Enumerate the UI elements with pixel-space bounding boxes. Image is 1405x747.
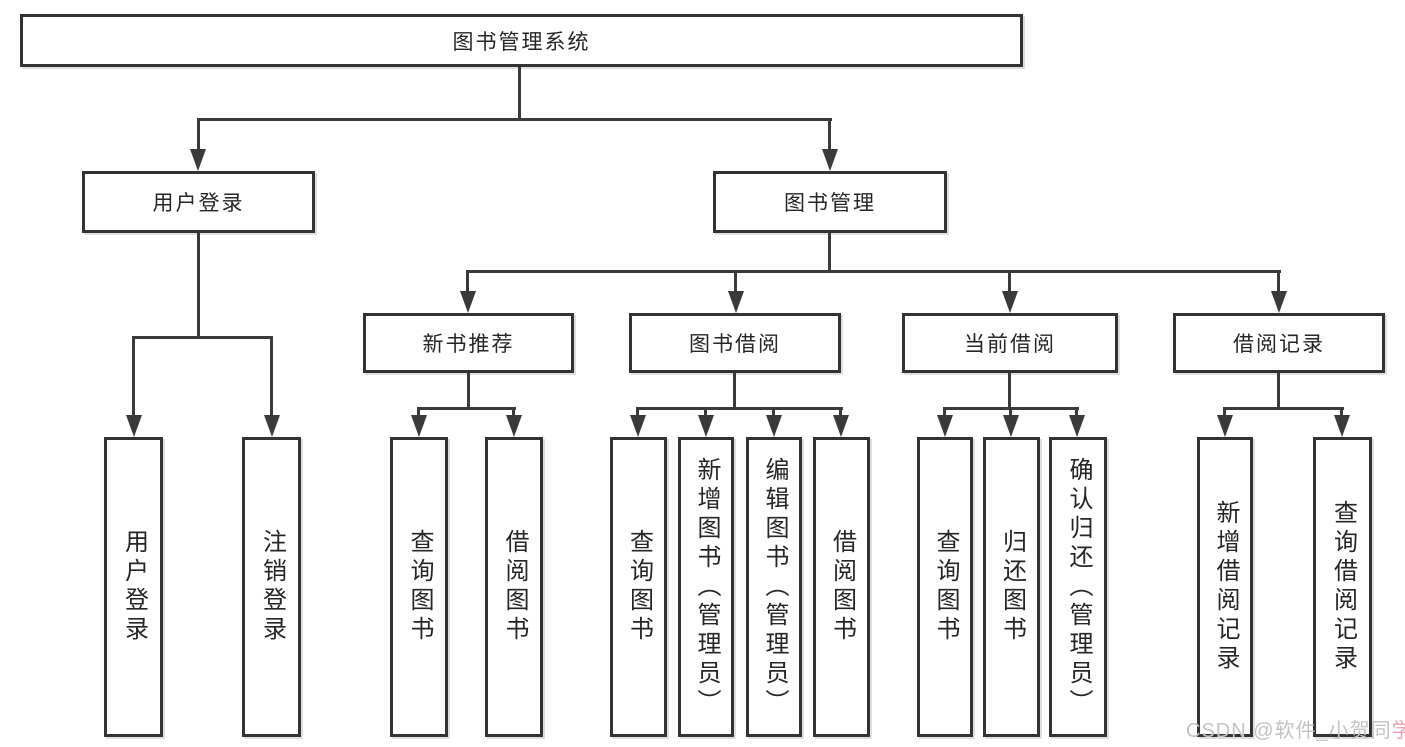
leaf-borrow-query-book: 查询图书 [610,437,667,737]
arrow-down [698,415,714,437]
watermark-text: CSDN @软件_小贺同 [1186,720,1392,742]
node-label: 借阅图书 [828,529,856,645]
connector-line [733,373,736,407]
node-label: 注销登录 [258,529,286,645]
arrow-down [1003,415,1019,437]
connector-line [1223,407,1226,419]
arrow-down [937,415,953,437]
node-label: 用户登录 [152,192,245,215]
connector-line [1277,270,1280,293]
arrow-down [630,415,646,437]
connector-line [270,336,273,417]
connector-line [132,336,273,339]
connector-line [839,407,842,419]
node-label: 当前借阅 [964,333,1056,356]
connector-line [704,407,707,419]
node-label: 查询图书 [932,529,959,645]
arrow-down [1334,415,1350,437]
connector-line [512,407,515,419]
leaf-logout: 注销登录 [242,437,301,737]
arrow-down [1002,291,1018,313]
node-label: 新增借阅记录 [1212,500,1239,674]
connector-line [518,67,521,118]
node-new-book-recommend: 新书推荐 [363,313,574,373]
leaf-current-query-book: 查询图书 [917,437,973,737]
watermark-accent-char: 学 [1391,720,1405,742]
leaf-user-login: 用户登录 [104,437,163,737]
connector-line [1075,407,1078,419]
arrow-down [1271,291,1287,313]
node-user-login: 用户登录 [82,171,315,233]
connector-line [1008,270,1011,293]
arrow-down [822,149,838,171]
node-label: 查询借阅记录 [1329,500,1357,674]
arrow-down [190,149,206,171]
node-label: 新书推荐 [422,333,515,356]
node-label: 查询图书 [406,529,433,645]
leaf-current-return-book: 归还图书 [983,437,1040,737]
arrow-down [1069,415,1085,437]
connector-line [636,407,843,410]
node-current-borrow: 当前借阅 [902,313,1118,373]
connector-line [734,270,737,293]
leaf-current-confirm-return-admin: 确认归还（管理员） [1049,437,1107,737]
node-label: 查询图书 [625,529,653,645]
connector-line [197,118,200,151]
leaf-recommend-borrow-book: 借阅图书 [485,437,543,737]
connector-line [467,373,470,407]
arrow-down [126,415,142,437]
node-label: 用户登录 [120,529,148,645]
connector-line [466,270,469,293]
connector-line [1009,407,1012,419]
connector-line [417,407,420,419]
node-label: 借阅记录 [1233,333,1325,356]
connector-line [466,270,1281,273]
leaf-recommend-query-book: 查询图书 [390,437,448,737]
leaf-borrow-add-book-admin: 新增图书（管理员） [678,437,734,737]
arrow-down [411,415,427,437]
arrow-down [506,415,522,437]
node-label: 确认归还（管理员） [1065,456,1092,718]
node-label: 归还图书 [998,529,1026,645]
node-borrow-record: 借阅记录 [1173,313,1385,373]
connector-line [1223,407,1344,410]
connector-line [772,407,775,419]
connector-line [636,407,639,419]
arrow-down [766,415,782,437]
csdn-watermark: CSDN @软件_小贺同学 [1186,714,1405,743]
connector-line [418,407,516,410]
leaf-record-add: 新增借阅记录 [1197,437,1253,737]
arrow-down [264,415,280,437]
connector-line [197,118,832,121]
leaf-borrow-edit-book-admin: 编辑图书（管理员） [746,437,802,737]
arrow-down [833,415,849,437]
node-book-management: 图书管理 [713,171,947,233]
node-label: 新增图书（管理员） [693,456,720,718]
connector-line [1277,373,1280,407]
connector-line [1008,373,1011,407]
connector-line [943,407,946,419]
arrow-down [460,291,476,313]
node-label: 图书借阅 [689,333,781,356]
connector-line [828,118,831,151]
node-label: 图书管理系统 [452,30,591,54]
node-library-management-system: 图书管理系统 [20,14,1023,67]
node-label: 图书管理 [784,192,876,215]
leaf-borrow-borrow-book: 借阅图书 [813,437,870,737]
connector-line [828,233,831,270]
arrow-down [1217,415,1233,437]
leaf-record-query: 查询借阅记录 [1313,437,1372,737]
node-label: 编辑图书（管理员） [761,456,788,718]
connector-line [197,233,200,336]
arrow-down [728,291,744,313]
connector-line [1340,407,1343,419]
connector-line [132,336,135,417]
node-label: 借阅图书 [501,529,528,645]
node-book-borrow: 图书借阅 [629,313,841,373]
